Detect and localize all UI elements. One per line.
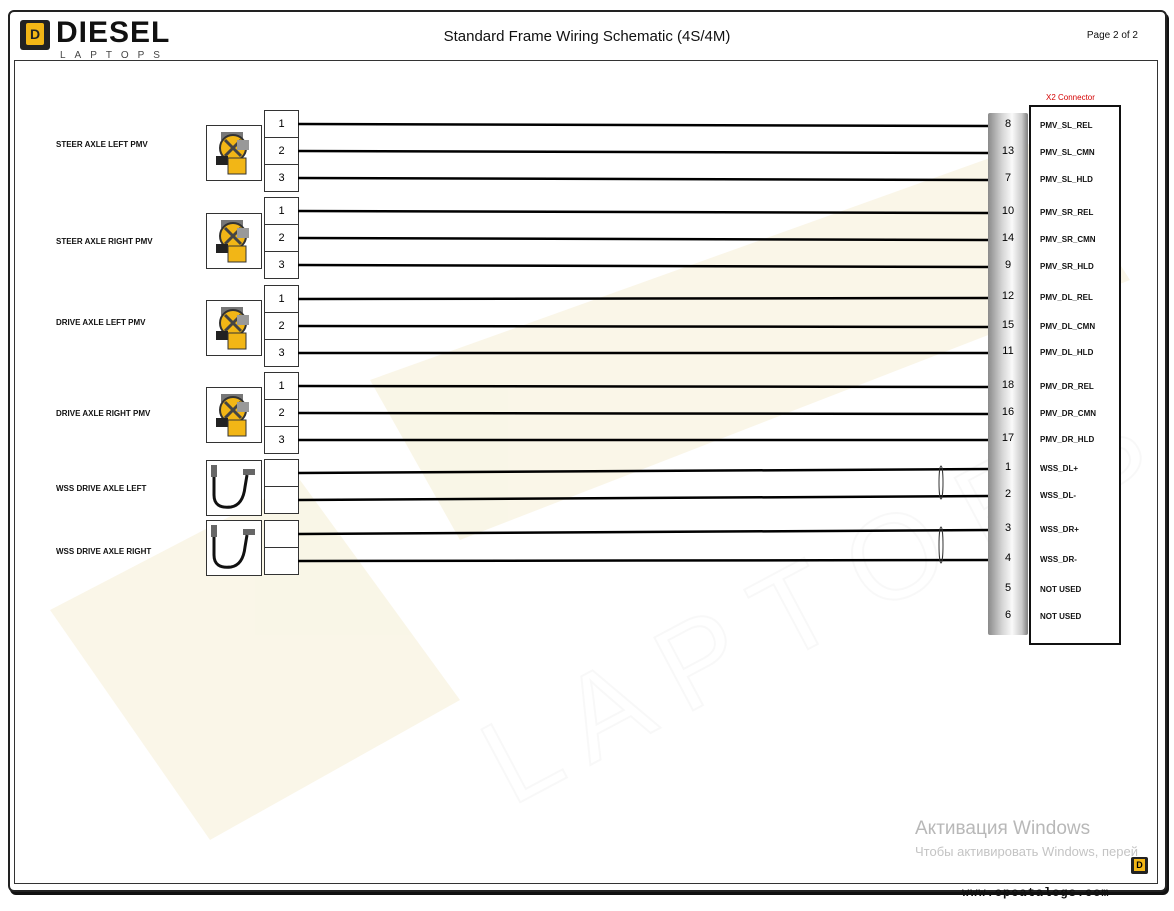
- wire: [297, 528, 991, 536]
- x2-pin-number: 7: [1004, 172, 1012, 184]
- component-label: DRIVE AXLE RIGHT PMV: [56, 409, 151, 418]
- pmv-valve-icon: [206, 125, 262, 181]
- x2-pin-signal: NOT USED: [1040, 612, 1082, 621]
- component-label: WSS DRIVE AXLE LEFT: [56, 484, 147, 493]
- x2-connector-title: X2 Connector: [1046, 93, 1095, 102]
- component-pin: 1: [265, 373, 298, 400]
- schematic-area: [14, 60, 1158, 884]
- x2-pin-signal: PMV_DR_REL: [1040, 382, 1094, 391]
- logo-sub: LAPTOPS: [60, 50, 169, 61]
- x2-pin-number: 2: [1004, 488, 1012, 500]
- x2-pin-signal: PMV_SR_REL: [1040, 208, 1094, 217]
- component-pin-box: [264, 520, 299, 575]
- wire: [297, 411, 991, 416]
- wire: [297, 149, 991, 155]
- page-frame: [8, 10, 1167, 892]
- windows-activation-title: Активация Windows: [915, 818, 1091, 839]
- x2-pin-signal: PMV_SL_CMN: [1040, 148, 1095, 157]
- x2-pin-number: 9: [1004, 259, 1012, 271]
- component-label: STEER AXLE RIGHT PMV: [56, 237, 153, 246]
- component-pin: 2: [265, 400, 298, 427]
- wire: [297, 263, 991, 269]
- windows-activation-text: Чтобы активировать Windows, перей: [915, 844, 1139, 859]
- x2-pin-signal: PMV_SL_REL: [1040, 121, 1093, 130]
- x2-pin-number: 18: [1001, 379, 1015, 391]
- wire: [297, 324, 991, 329]
- twisted-pair-icon: [938, 526, 944, 564]
- pmv-valve-icon: [206, 300, 262, 356]
- x2-pin-signal: PMV_DL_CMN: [1040, 322, 1096, 331]
- component-pin: [265, 521, 298, 548]
- x2-pin-number: 8: [1004, 118, 1012, 130]
- component-label: STEER AXLE LEFT PMV: [56, 140, 148, 149]
- wire: [297, 494, 991, 502]
- x2-pin-signal: PMV_SR_HLD: [1040, 262, 1094, 271]
- diesel-laptops-logo: D DIESEL LAPTOPS: [20, 16, 170, 61]
- x2-pin-signal: PMV_DR_CMN: [1040, 409, 1097, 418]
- logo-word: DIESEL: [56, 16, 171, 49]
- x2-pin-number: 5: [1004, 582, 1012, 594]
- x2-pin-signal: PMV_DR_HLD: [1040, 435, 1095, 444]
- page-number: Page 2 of 2: [1086, 30, 1138, 41]
- x2-pin-signal: PMV_DL_REL: [1040, 293, 1093, 302]
- wire: [297, 384, 991, 389]
- x2-pin-number: 6: [1004, 609, 1012, 621]
- component-label: WSS DRIVE AXLE RIGHT: [56, 547, 152, 556]
- component-pin: 2: [265, 225, 298, 252]
- component-pin: 1: [265, 286, 298, 313]
- x2-pin-number: 14: [1001, 232, 1015, 244]
- component-pin: 3: [278, 172, 285, 184]
- x2-pin-signal: PMV_DL_HLD: [1040, 348, 1094, 357]
- corner-logo-icon: D: [1131, 857, 1148, 874]
- component-pin: 2: [265, 138, 298, 165]
- component-pin: 1: [265, 198, 298, 225]
- x2-pin-number: 4: [1004, 552, 1012, 564]
- pmv-valve-icon: [206, 387, 262, 443]
- wire: [297, 467, 991, 475]
- x2-pin-signal: PMV_SR_CMN: [1040, 235, 1096, 244]
- wss-sensor-icon: [206, 520, 262, 576]
- component-pin: 3: [278, 434, 285, 446]
- x2-pin-number: 1: [1004, 461, 1012, 473]
- wire: [297, 122, 991, 128]
- twisted-pair-icon: [938, 465, 944, 500]
- x2-pin-signal: WSS_DL-: [1040, 491, 1076, 500]
- wire: [297, 236, 991, 242]
- x2-pin-number: 16: [1001, 406, 1015, 418]
- x2-pin-signal: PMV_SL_HLD: [1040, 175, 1093, 184]
- wire: [297, 296, 991, 301]
- x2-pin-number: 13: [1001, 145, 1015, 157]
- logo-badge-icon: D: [20, 20, 50, 50]
- x2-pin-number: 11: [1002, 345, 1014, 357]
- x2-pin-signal: WSS_DL+: [1040, 464, 1079, 473]
- wire: [297, 176, 991, 182]
- component-pin: 1: [265, 111, 298, 138]
- x2-pin-signal: WSS_DR+: [1040, 525, 1079, 534]
- x2-pin-number: 15: [1001, 319, 1015, 331]
- wire: [297, 209, 991, 215]
- page-title: Standard Frame Wiring Schematic (4S/4M): [443, 28, 731, 45]
- x2-pin-number: 3: [1004, 522, 1012, 534]
- component-pin: [265, 460, 298, 487]
- component-pin: 3: [278, 259, 285, 271]
- component-label: DRIVE AXLE LEFT PMV: [56, 318, 146, 327]
- wss-sensor-icon: [206, 460, 262, 516]
- component-pin: 3: [278, 347, 285, 359]
- component-pin-box: [264, 459, 299, 514]
- x2-pin-number: 10: [1001, 205, 1015, 217]
- x2-connector-box: [1029, 105, 1121, 645]
- component-pin: 2: [265, 313, 298, 340]
- wire: [297, 558, 991, 563]
- x2-connector-strip: [988, 113, 1028, 635]
- x2-pin-signal: WSS_DR-: [1040, 555, 1077, 564]
- x2-pin-number: 17: [1001, 432, 1015, 444]
- pmv-valve-icon: [206, 213, 262, 269]
- x2-pin-signal: NOT USED: [1040, 585, 1082, 594]
- x2-pin-number: 12: [1001, 290, 1015, 302]
- footer-url: www.epcatalogs.com: [962, 886, 1110, 900]
